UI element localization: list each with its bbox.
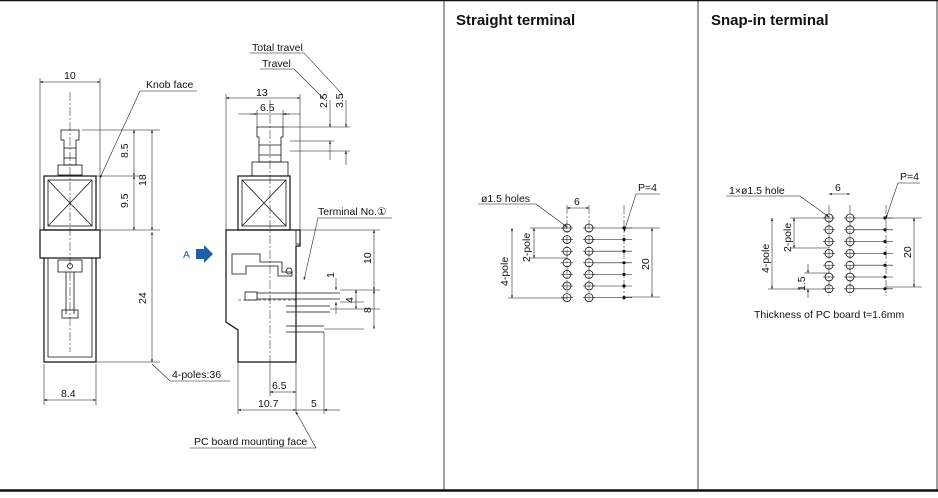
snapin-dim-6: 6: [835, 182, 841, 194]
snapin-pitch-dot: [883, 287, 887, 291]
view-a-arrow: [196, 245, 213, 263]
dim-24: 24: [137, 292, 149, 304]
straight-pitch-dot: [622, 296, 626, 300]
snapin-four-pole: 4-pole: [760, 244, 772, 273]
dim-18: 18: [137, 174, 149, 186]
snapin-pitch-label: P=4: [900, 171, 919, 183]
snapin-dim-20: 20: [902, 246, 914, 258]
snapin-pitch-dot: [883, 263, 887, 267]
travel-label: Travel: [262, 58, 291, 70]
knob-face-label: Knob face: [146, 79, 193, 91]
straight-hole-pattern: [561, 205, 632, 303]
dim-6-5-bottom: 6.5: [272, 380, 287, 392]
dim-6-5-top: 6.5: [260, 102, 275, 114]
straight-pitch-label: P=4: [638, 182, 657, 194]
snapin-pitch-dot: [883, 240, 887, 244]
straight-pitch-dot: [622, 238, 626, 242]
snapin-thickness-note: Thickness of PC board t=1.6mm: [754, 309, 905, 321]
snapin-hole-pattern: [823, 205, 893, 296]
dim-10-7: 10.7: [258, 398, 279, 410]
straight-dim-6: 6: [574, 196, 580, 208]
snapin-pitch-dot: [883, 275, 887, 279]
terminal-no-label: Terminal No.①: [318, 206, 387, 218]
dim-8: 8: [362, 307, 374, 313]
snapin-pitch-dot: [883, 228, 887, 232]
dim-8-5: 8.5: [119, 143, 131, 158]
straight-pitch-dot: [622, 284, 626, 288]
snapin-two-pole: 2-pole: [782, 223, 794, 252]
front-view: 10 Knob face 8.5 9.5 18 24 4-poles:36 8.…: [39, 70, 230, 405]
snapin-pitch-dot: [883, 216, 887, 220]
straight-holes-label: ø1.5 holes: [481, 193, 530, 205]
side-view: A Total travel Travel 13 6.5 2.5 3.5 Ter…: [183, 42, 392, 449]
total-travel-label: Total travel: [252, 42, 303, 54]
straight-pitch-dot: [622, 249, 626, 253]
snapin-dimensions: 6 1×ø1.5 hole P=4 2-pole 4-pole 1.5 20 T…: [726, 171, 922, 321]
dim-2-5: 2.5: [318, 93, 330, 108]
snapin-hole-label: 1×ø1.5 hole: [729, 185, 785, 197]
pcb-face-label: PC board mounting face: [194, 436, 307, 448]
straight-pitch-dot: [622, 261, 626, 265]
dim-4: 4: [344, 297, 356, 303]
dim-width-8-4: 8.4: [61, 388, 76, 400]
straight-four-pole: 4-pole: [499, 257, 511, 286]
snapin-terminal-title: Snap-in terminal: [711, 12, 829, 29]
dim-5: 5: [311, 398, 317, 410]
dim-13: 13: [256, 87, 268, 99]
dim-width-10: 10: [64, 70, 76, 82]
straight-pitch-dot: [622, 272, 626, 276]
dim-10: 10: [362, 252, 374, 264]
snapin-dim-1-5: 1.5: [796, 276, 808, 291]
straight-dimensions: 6 ø1.5 holes P=4 2-pole 4-pole 20: [478, 182, 660, 299]
dim-1: 1: [325, 272, 337, 278]
dim-3-5: 3.5: [334, 93, 346, 108]
poles-note: 4-poles:36: [172, 369, 221, 381]
dim-9-5: 9.5: [119, 193, 131, 208]
snapin-pitch-dot: [883, 251, 887, 255]
straight-two-pole: 2-pole: [521, 233, 533, 262]
straight-terminal-title: Straight terminal: [456, 12, 575, 29]
straight-dim-20: 20: [640, 258, 652, 270]
view-a-label: A: [183, 249, 190, 261]
